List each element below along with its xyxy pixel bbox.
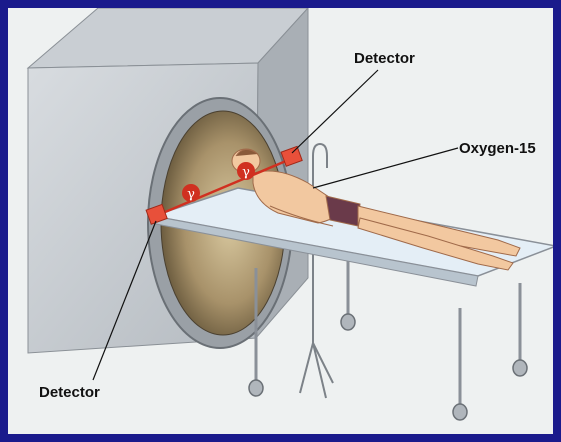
detector-label-bottom: Detector: [39, 384, 100, 401]
oxygen-15-label: Oxygen-15: [459, 140, 536, 157]
figure-frame: γ γ Detector Oxygen-15 Detector: [8, 8, 553, 434]
pet-scanner-diagram: γ γ: [8, 8, 553, 434]
gamma-symbol-right: γ: [242, 165, 250, 180]
table-wheels: [249, 314, 527, 420]
detector-label-top: Detector: [354, 50, 415, 67]
gamma-symbol-left: γ: [187, 187, 195, 202]
